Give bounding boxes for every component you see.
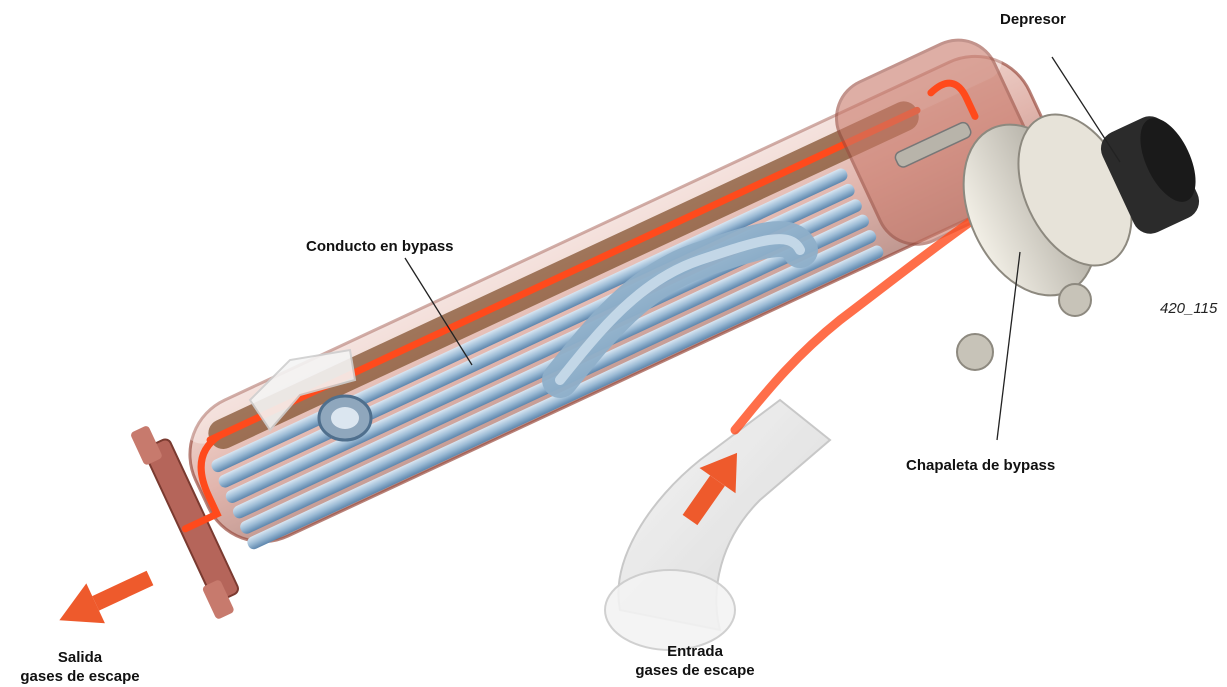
label-entrada: Entrada gases de escape bbox=[605, 642, 785, 680]
figure-id: 420_115 bbox=[1160, 300, 1217, 317]
outlet-arrow-icon bbox=[50, 558, 159, 640]
label-chapaleta-bypass: Chapaleta de bypass bbox=[906, 456, 1055, 475]
label-entrada-line2: gases de escape bbox=[605, 661, 785, 680]
label-entrada-line1: Entrada bbox=[605, 642, 785, 661]
label-salida: Salida gases de escape bbox=[0, 648, 170, 686]
label-salida-line2: gases de escape bbox=[0, 667, 170, 686]
label-depresor: Depresor bbox=[1000, 10, 1066, 29]
label-salida-line1: Salida bbox=[0, 648, 170, 667]
label-conducto-bypass: Conducto en bypass bbox=[306, 237, 454, 256]
